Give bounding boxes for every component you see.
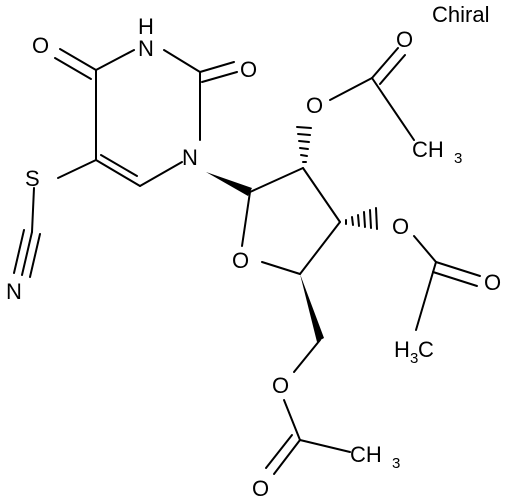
atom-o-2prime-carbonyl: O: [396, 27, 413, 52]
carbonyl-c4-bonds: [54, 48, 97, 80]
atom-o-2prime: O: [306, 93, 323, 118]
carbonyl-c2-bonds: [199, 61, 238, 83]
atom-o-5prime-carbonyl: O: [252, 476, 269, 501]
atom-n3: N: [138, 36, 154, 61]
wedge-n1-c1prime: [206, 172, 252, 196]
atom-c-3prime-methyl: C: [418, 337, 434, 362]
atom-o-ring: O: [232, 248, 249, 273]
atom-ch-5prime-sub: 3: [392, 455, 400, 472]
atom-o-c2: O: [240, 57, 257, 82]
atom-n-cyano: N: [6, 279, 22, 304]
acetate-2prime-bonds: [329, 47, 415, 141]
atom-h-3prime: H: [394, 337, 410, 362]
hash-c3prime-o: [345, 207, 378, 230]
atom-o-3prime-carbonyl: O: [484, 270, 501, 295]
acetate-5prime-bonds: [265, 339, 351, 475]
atom-h-n3: H: [138, 14, 154, 39]
hash-c2prime-o: [296, 126, 312, 163]
acetate-3prime-bonds: [413, 235, 481, 331]
pyrimidine-ring-bonds: [95, 49, 201, 187]
chiral-label: Chiral: [432, 2, 489, 27]
wedge-c4prime-c5prime: [300, 274, 324, 342]
ribose-ring-bonds: [241, 167, 341, 275]
atom-n1: N: [182, 145, 198, 170]
atom-o-c4: O: [32, 33, 49, 58]
thiocyanate-bonds: [13, 159, 97, 278]
atom-ch-2prime-sub: 3: [454, 150, 462, 167]
atom-ch-5prime: CH: [350, 442, 382, 467]
atom-h-3prime-sub: 3: [410, 350, 418, 367]
atom-o-3prime: O: [392, 214, 409, 239]
atom-o-5prime: O: [272, 373, 289, 398]
atom-s: S: [25, 166, 40, 191]
atom-ch-2prime: CH: [412, 137, 444, 162]
